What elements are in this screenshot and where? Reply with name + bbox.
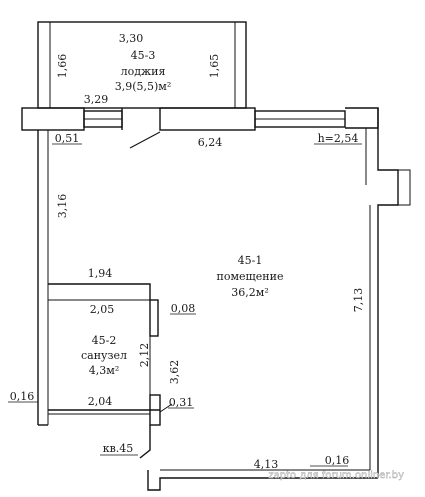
- entry-jamb: [139, 425, 151, 459]
- dim-partition-inner: 2,05: [90, 303, 115, 316]
- right-wall-jog: [398, 169, 411, 206]
- bath-code: 45-2: [92, 334, 117, 347]
- dim-bottom-width: 4,13: [254, 458, 279, 471]
- loggia-outline: [37, 21, 247, 109]
- main-room-area: 36,2м²: [231, 286, 268, 299]
- dim-left-wall-thickness: 0,16: [10, 390, 35, 403]
- dim-window-left: 3,29: [84, 93, 109, 106]
- bath-name: санузел: [81, 349, 127, 362]
- bottom-wall-outer: [147, 470, 378, 491]
- apartment-label: кв.45: [103, 442, 134, 455]
- watermark: zapto для forum.onliner.by: [268, 470, 404, 481]
- dim-partition-thickness: 0,08: [171, 302, 196, 315]
- main-room-name: помещение: [217, 270, 284, 283]
- dim-ceiling-height: h=2,54: [318, 132, 359, 145]
- entrance-walls: [38, 424, 378, 491]
- dim-loggia-right: 1,65: [208, 54, 221, 79]
- bath-leader: [159, 403, 173, 413]
- dim-window-center: 6,24: [198, 136, 223, 149]
- bathroom-walls: [48, 283, 173, 426]
- dim-bath-bottom: 2,04: [88, 395, 113, 408]
- bath-top-partition: [48, 283, 151, 300]
- loggia-code: 45-3: [131, 49, 156, 62]
- loggia-name: лоджия: [121, 65, 166, 78]
- loggia-area: 3,9(5,5)м²: [115, 80, 172, 93]
- dim-left-pier: 0,51: [55, 132, 80, 145]
- right-corner-top: [345, 107, 379, 129]
- dim-bath-height: 2,12: [138, 343, 151, 368]
- dimension-leaders: [8, 143, 362, 467]
- dim-bath-wall: 0,31: [169, 396, 194, 409]
- bath-area: 4,3м²: [89, 364, 119, 377]
- dim-partition-top: 1,94: [88, 267, 113, 280]
- main-room-code: 45-1: [238, 254, 263, 267]
- dim-bottom-thickness: 0,16: [325, 454, 350, 467]
- bath-corner-block: [149, 394, 161, 426]
- right-wall-outer: [377, 108, 399, 478]
- upper-wall: [21, 107, 379, 149]
- bath-door-jamb: [149, 299, 159, 337]
- dim-loggia-left: 1,66: [56, 54, 69, 79]
- left-pier-block: [21, 107, 85, 131]
- center-wall-block: [159, 107, 256, 131]
- loggia-walls: [37, 21, 247, 109]
- left-wall: [37, 130, 49, 425]
- dim-left-wall-upper: 3,16: [56, 194, 69, 219]
- door-swing-line: [129, 131, 161, 149]
- right-wall: [365, 108, 411, 478]
- dim-loggia-width: 3,30: [119, 32, 144, 45]
- dim-bath-depth: 3,62: [168, 360, 181, 385]
- dim-right-height: 7,13: [352, 288, 365, 313]
